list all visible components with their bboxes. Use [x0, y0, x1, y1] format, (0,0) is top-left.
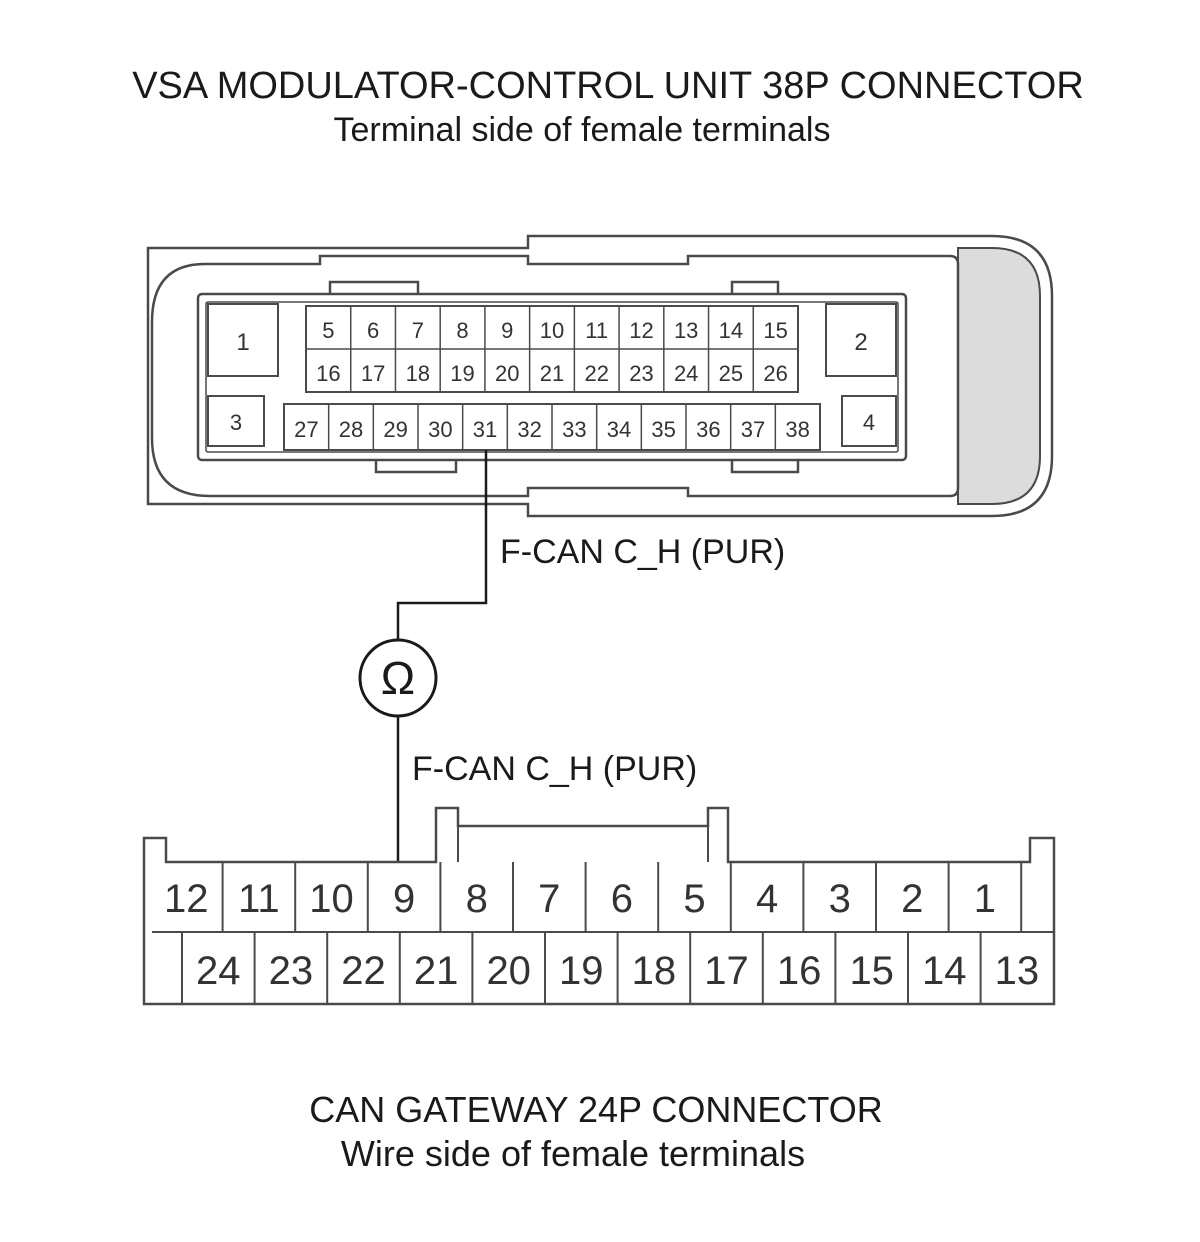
pin-17-label: 17: [361, 361, 385, 386]
f-can-wire: [396, 450, 488, 862]
gateway-pin-20-label: 20: [486, 949, 531, 993]
pin-2-label: 2: [854, 329, 867, 356]
gateway-pin-16-label: 16: [777, 949, 822, 993]
pin-8-label: 8: [456, 318, 468, 343]
top-connector-pin-labels: 1 2 3 4 5 6 7 8 9 10 11 12 13 14 15 16 17 18 19 20 21 22 2…: [230, 318, 875, 442]
top-connector-title: VSA MODULATOR-CONTROL UNIT 38P CONNECTOR: [132, 65, 1084, 107]
pin-3-label: 3: [230, 410, 242, 435]
gateway-pin-23-label: 23: [269, 949, 314, 993]
gateway-pin-8-label: 8: [466, 877, 488, 921]
pin-29-label: 29: [383, 417, 407, 442]
gateway-pin-18-label: 18: [632, 949, 677, 993]
pin-35-label: 35: [651, 417, 675, 442]
gateway-pin-6-label: 6: [611, 877, 633, 921]
pin-21-label: 21: [540, 361, 564, 386]
gateway-pin-19-label: 19: [559, 949, 604, 993]
wire-label-bottom: F-CAN C_H (PUR): [412, 750, 697, 788]
gateway-pin-7-label: 7: [538, 877, 560, 921]
pin-38-label: 38: [785, 417, 809, 442]
pin-25-label: 25: [719, 361, 743, 386]
gateway-pin-14-label: 14: [922, 949, 967, 993]
pin-4-label: 4: [863, 410, 875, 435]
gateway-pin-1-label: 1: [974, 877, 996, 921]
pin-30-label: 30: [428, 417, 452, 442]
pin-6-label: 6: [367, 318, 379, 343]
gateway-pin-3-label: 3: [829, 877, 851, 921]
pin-33-label: 33: [562, 417, 586, 442]
gateway-pin-4-label: 4: [756, 877, 778, 921]
gateway-pin-21-label: 21: [414, 949, 459, 993]
pin-22-label: 22: [584, 361, 608, 386]
pin-15-label: 15: [763, 318, 787, 343]
gateway-pin-24-label: 24: [196, 949, 241, 993]
pin-16-label: 16: [316, 361, 340, 386]
ohmmeter-icon: Ω: [358, 638, 438, 718]
gateway-pin-12-label: 12: [164, 877, 209, 921]
gateway-pin-2-label: 2: [901, 877, 923, 921]
gateway-pin-5-label: 5: [683, 877, 705, 921]
gateway-pin-17-label: 17: [704, 949, 749, 993]
pin-19-label: 19: [450, 361, 474, 386]
gateway-pin-13-label: 13: [995, 949, 1040, 993]
pin-28-label: 28: [339, 417, 363, 442]
gateway-pin-15-label: 15: [849, 949, 894, 993]
gateway-pin-9-label: 9: [393, 877, 415, 921]
pin-31-label: 31: [473, 417, 497, 442]
bottom-connector-title: CAN GATEWAY 24P CONNECTOR: [309, 1089, 882, 1130]
pin-24-label: 24: [674, 361, 698, 386]
pin-34-label: 34: [607, 417, 631, 442]
pin-26-label: 26: [763, 361, 787, 386]
pin-20-label: 20: [495, 361, 519, 386]
gateway-pin-10-label: 10: [309, 877, 354, 921]
bottom-connector-cell-dividers: [181, 862, 1023, 1004]
pin-1-label: 1: [236, 329, 249, 356]
gateway-pin-22-label: 22: [341, 949, 386, 993]
pin-14-label: 14: [719, 318, 743, 343]
pin-37-label: 37: [741, 417, 765, 442]
pin-10-label: 10: [540, 318, 564, 343]
pin-13-label: 13: [674, 318, 698, 343]
pin-18-label: 18: [406, 361, 430, 386]
pin-27-label: 27: [294, 417, 318, 442]
ohm-symbol: Ω: [381, 652, 415, 704]
pin-9-label: 9: [501, 318, 513, 343]
pin-23-label: 23: [629, 361, 653, 386]
can-gateway-24p-connector: [142, 806, 1056, 1006]
pin-12-label: 12: [629, 318, 653, 343]
top-connector-cell-dividers: [327, 306, 777, 450]
pin-5-label: 5: [322, 318, 334, 343]
pin-11-label: 11: [585, 318, 608, 343]
wire-upper-segment: [396, 450, 488, 640]
gateway-pin-11-label: 11: [238, 877, 280, 921]
bottom-connector-subtitle: Wire side of female terminals: [341, 1133, 805, 1174]
pin-7-label: 7: [412, 318, 424, 343]
top-connector-subtitle: Terminal side of female terminals: [334, 111, 831, 149]
pin-36-label: 36: [696, 417, 720, 442]
pin-32-label: 32: [517, 417, 541, 442]
wire-label-top: F-CAN C_H (PUR): [500, 533, 785, 571]
